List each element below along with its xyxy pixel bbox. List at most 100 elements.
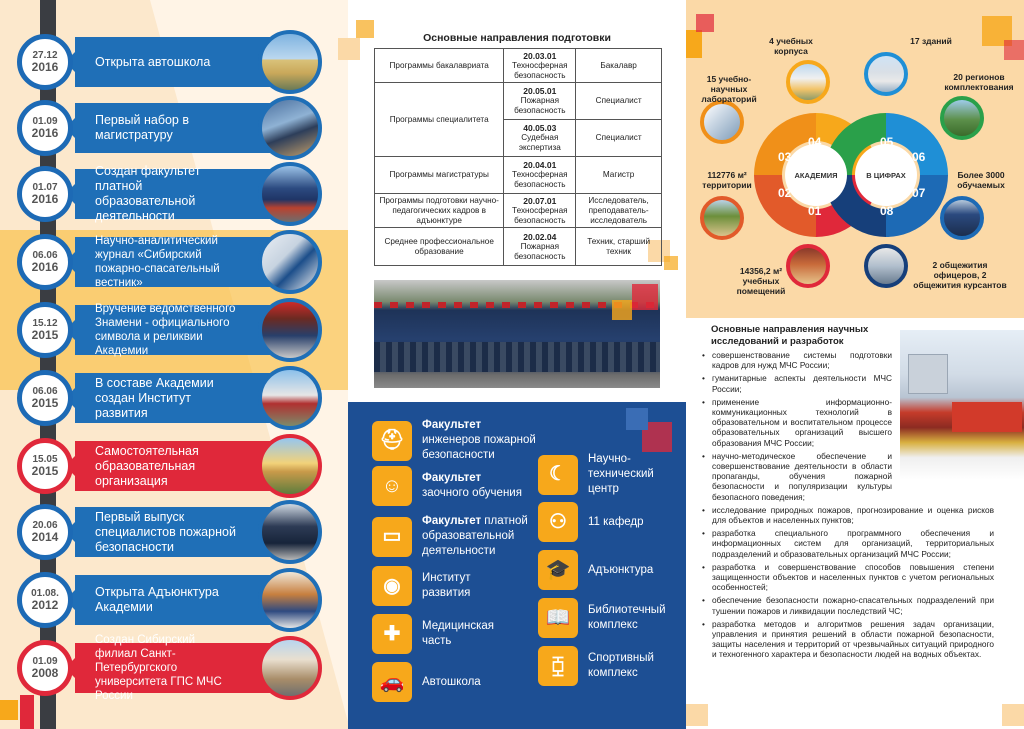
pin-photo	[700, 100, 744, 144]
stat-label: Более 3000 обучаемых	[957, 170, 1005, 190]
spec-text: Техносферная безопасность	[512, 205, 568, 225]
dumbbell-icon: ⧮	[538, 646, 578, 686]
spec-text: Техносферная безопасность	[512, 170, 568, 189]
year-text: 2015	[31, 464, 59, 478]
faculty-label: Автошкола	[422, 675, 481, 688]
qualification-cell: Техник, старший техник	[575, 227, 662, 266]
numbers-section: АКАДЕМИЯ В ЦИФРАХ 04 03 02 01 05 06 07 0…	[686, 0, 1024, 318]
faculty-text: инженеров пожарной безопасности	[422, 434, 536, 461]
book-icon: 📖	[538, 598, 578, 638]
event-photo	[258, 96, 322, 160]
car-icon: 🚗	[372, 662, 412, 702]
date-text: 01.07	[32, 182, 58, 193]
faculty-item: ◉ Институт развития	[372, 566, 552, 606]
decor-square	[1004, 40, 1024, 60]
decor-square	[356, 20, 374, 38]
event-label: Открыта Адъюнктура Академии	[65, 575, 280, 625]
date-text: 01.09	[32, 116, 58, 127]
spec-text: Техносферная безопасность	[512, 60, 568, 80]
list-item: разработка методов и алгоритмов решения …	[702, 619, 994, 660]
list-item: обеспечение безопасности пожарно-спасате…	[702, 595, 994, 615]
event-photo	[258, 30, 322, 94]
faculty-bold: Факультет	[422, 515, 482, 527]
date-text: 01.09	[32, 656, 58, 667]
event-photo	[258, 366, 322, 430]
faculty-text: заочного обучения	[422, 487, 522, 499]
parade-photo	[374, 280, 660, 388]
owl-icon: ◉	[372, 566, 412, 606]
code-text: 20.05.01	[523, 86, 557, 96]
faculty-label: Спортивный комплекс	[588, 652, 654, 679]
photo-detail	[952, 402, 1022, 432]
event-label: Самостоятельная образовательная организа…	[65, 441, 280, 491]
ring-segment	[886, 113, 948, 175]
table-row: Программы подготовки научно-педагогическ…	[373, 193, 662, 228]
photo-detail	[908, 354, 948, 394]
doctor-icon: ✚	[372, 614, 412, 654]
ring-number: 06	[912, 150, 926, 164]
program-cell: Программы подготовки научно-педагогическ…	[373, 193, 505, 228]
date-text: 01.08.	[31, 588, 59, 599]
decor-square	[20, 695, 34, 729]
pin-photo	[786, 244, 830, 288]
decor-square	[612, 300, 632, 320]
date-text: 15.05	[32, 454, 58, 465]
event-label: Создан факультет платной образовательной…	[65, 164, 280, 223]
decor-square	[0, 700, 18, 720]
faculty-item: 🚗 Автошкола	[372, 662, 552, 702]
stat-label: 15 учебно-научных лабораторий	[701, 74, 757, 104]
event-label: Научно-аналитический журнал «Сибирский п…	[65, 235, 280, 289]
event-label: В составе Академии создан Институт разви…	[65, 373, 280, 423]
pin-photo	[786, 60, 830, 104]
list-item: разработка и совершенствование способов …	[702, 562, 994, 593]
faculty-item: ⚇ 11 кафедр	[538, 502, 678, 542]
event-photo	[258, 230, 322, 294]
event-label: Первый набор в магистратуру	[65, 103, 280, 153]
firefighters-photo	[900, 330, 1024, 480]
date-text: 20.06	[32, 520, 58, 531]
code-text: 40.05.03	[523, 123, 557, 133]
research-list: совершенствование системы подготовки кад…	[702, 350, 994, 663]
event-photo	[258, 162, 322, 226]
people-icon: ☺	[372, 466, 412, 506]
faculty-item: ▭ Факультет платной образовательной деят…	[372, 514, 552, 559]
ring-number: 04	[808, 135, 822, 149]
program-cell: Среднее профессиональное образование	[373, 227, 505, 266]
stat-label: 112776 м² территории	[702, 170, 752, 190]
event-photo	[258, 500, 322, 564]
year-text: 2012	[31, 598, 59, 612]
faculty-label: Библиотечный комплекс	[588, 604, 666, 631]
ring-number: 01	[808, 204, 822, 218]
table-row: Среднее профессиональное образование 20.…	[373, 227, 662, 266]
ring-segment	[754, 175, 816, 237]
faculty-text: платной образовательной деятельности	[422, 515, 528, 557]
training-section: Основные направления подготовки Программ…	[338, 0, 686, 280]
event-label: Открыта автошкола	[65, 37, 280, 87]
list-item: разработка специального программного обе…	[702, 528, 994, 559]
program-cell: Программы магистратуры	[373, 156, 505, 194]
event-label: Вручение ведомственного Знамени - официа…	[65, 303, 280, 357]
decor-square	[338, 38, 360, 60]
faculty-item: ✚ Медицинская часть	[372, 614, 552, 654]
date-text: 15.12	[32, 318, 58, 329]
ring-segment	[886, 175, 948, 237]
decor-square	[696, 14, 714, 32]
decor-square	[626, 408, 648, 430]
